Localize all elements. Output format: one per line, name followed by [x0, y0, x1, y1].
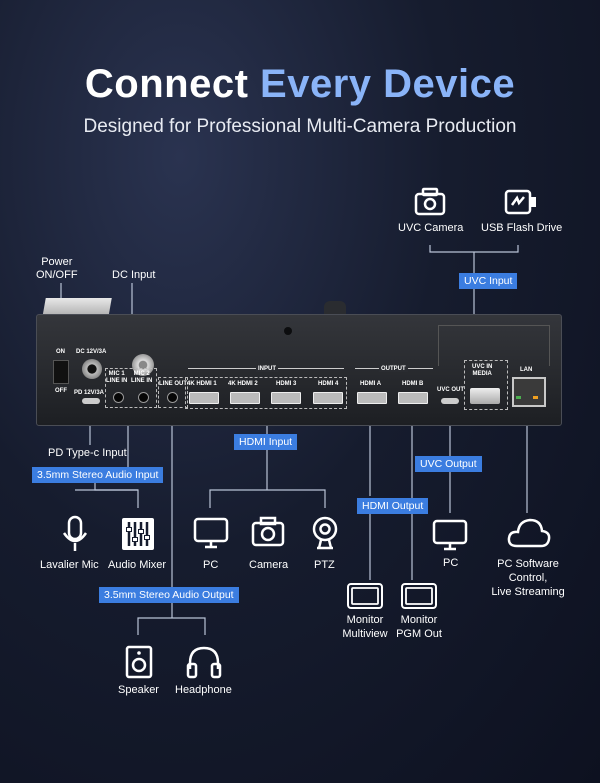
- hdmi3-marking: HDMI 3: [276, 381, 297, 387]
- pc-software-label: PC Software Control, Live Streaming: [491, 558, 565, 598]
- input-marking: INPUT: [256, 366, 278, 372]
- usb-port[interactable]: [470, 388, 500, 404]
- line-out-marking: LINE OUT: [159, 381, 187, 387]
- page-subtitle: Designed for Professional Multi-Camera P…: [83, 116, 517, 137]
- microphone-icon: [62, 515, 88, 551]
- page-title: Connect Every Device: [0, 62, 600, 107]
- hdmi1-port[interactable]: [189, 392, 219, 404]
- camera-label: Camera: [249, 559, 289, 571]
- ptz-label: PTZ: [314, 559, 335, 571]
- lan-led-amber: [533, 396, 538, 399]
- lan-port[interactable]: [512, 377, 546, 407]
- screw-hole: [284, 327, 292, 335]
- audio-mixer-label: Audio Mixer: [108, 559, 167, 571]
- ground-terminal: [132, 354, 154, 376]
- hdmia-marking: HDMI A: [360, 381, 382, 387]
- pd-port[interactable]: [82, 398, 100, 404]
- audio-input-tag: 3.5mm Stereo Audio Input: [32, 467, 164, 483]
- hdmi-output-tag: HDMI Output: [357, 498, 429, 514]
- hdmi-input-group: [185, 377, 347, 409]
- off-marking: OFF: [55, 388, 67, 394]
- hdmi1-marking: 4K HDMI 1: [187, 381, 217, 387]
- pc-output-icon: [432, 519, 468, 551]
- power-switch[interactable]: [53, 360, 69, 384]
- dc-marking: DC 12V/3A: [76, 349, 107, 355]
- pc-output-label: PC: [443, 557, 459, 569]
- line-out-group: [158, 377, 188, 408]
- title-word-connect: Connect: [84, 62, 249, 106]
- uvc-out-marking: UVC OUT: [437, 387, 464, 393]
- title-word-every-device: Every Device: [260, 62, 516, 106]
- speaker-label: Speaker: [118, 684, 159, 696]
- uvc-in-frame: [438, 325, 550, 366]
- mic1-marking: MIC 1 LINE IN: [106, 371, 128, 384]
- audio-mixer-icon: [122, 518, 154, 550]
- monitor-multiview-label: Monitor Multiview: [342, 614, 388, 640]
- uvc-input-tag: UVC Input: [459, 273, 518, 289]
- monitor-pgm-icon: [401, 583, 437, 609]
- pc-input-icon: [193, 517, 229, 549]
- uvc-out-port[interactable]: [441, 398, 459, 404]
- ptz-camera-icon: [312, 516, 338, 550]
- on-marking: ON: [56, 349, 65, 355]
- usb-flash-drive-icon: [504, 189, 536, 215]
- dc-input-callout: DC Input: [112, 269, 156, 281]
- mic2-jack[interactable]: [138, 392, 149, 403]
- uvc-in-group: [464, 360, 508, 410]
- camera-icon: [251, 516, 285, 547]
- monitor-pgm-label: Monitor PGM Out: [396, 614, 442, 640]
- line-out-jack[interactable]: [167, 392, 178, 403]
- hdmi-input-tag: HDMI Input: [234, 434, 298, 450]
- hdmi4-port[interactable]: [313, 392, 343, 404]
- power-callout: Power ON/OFF: [36, 256, 78, 281]
- lan-marking: LAN: [520, 367, 533, 373]
- monitor-multiview-icon: [347, 583, 383, 609]
- dc-port[interactable]: [82, 359, 102, 379]
- line-audio-output: [137, 405, 206, 635]
- hdmi2-port[interactable]: [230, 392, 260, 404]
- hdmi4-marking: HDMI 4: [318, 381, 339, 387]
- lavalier-mic-label: Lavalier Mic: [40, 559, 99, 571]
- lan-led-green: [516, 396, 521, 399]
- uvc-output-tag: UVC Output: [415, 456, 482, 472]
- mic2-marking: MIC 2 LINE IN: [131, 371, 153, 384]
- pd-typec-callout: PD Type-c Input: [48, 447, 127, 459]
- uvc-camera-label: UVC Camera: [398, 222, 464, 234]
- headphone-icon: [186, 646, 222, 679]
- mic1-jack[interactable]: [113, 392, 124, 403]
- headphone-label: Headphone: [175, 684, 232, 696]
- uvc-camera-icon: [414, 187, 446, 216]
- hdmib-marking: HDMI B: [402, 381, 424, 387]
- uvc-in-marking: UVC IN MEDIA: [472, 364, 493, 377]
- speaker-icon: [125, 645, 153, 679]
- pc-input-label: PC: [203, 559, 219, 571]
- hdmi3-port[interactable]: [271, 392, 301, 404]
- pd-marking: PD 12V/3A: [74, 390, 105, 396]
- hdmib-port[interactable]: [398, 392, 428, 404]
- hdmi2-marking: 4K HDMI 2: [228, 381, 258, 387]
- usb-flash-drive-label: USB Flash Drive: [481, 222, 563, 234]
- audio-output-tag: 3.5mm Stereo Audio Output: [99, 587, 239, 603]
- mic-group: [105, 368, 157, 408]
- output-marking: OUTPUT: [379, 366, 408, 372]
- knob: [324, 301, 346, 317]
- hdmia-port[interactable]: [357, 392, 387, 404]
- cloud-icon: [507, 518, 551, 548]
